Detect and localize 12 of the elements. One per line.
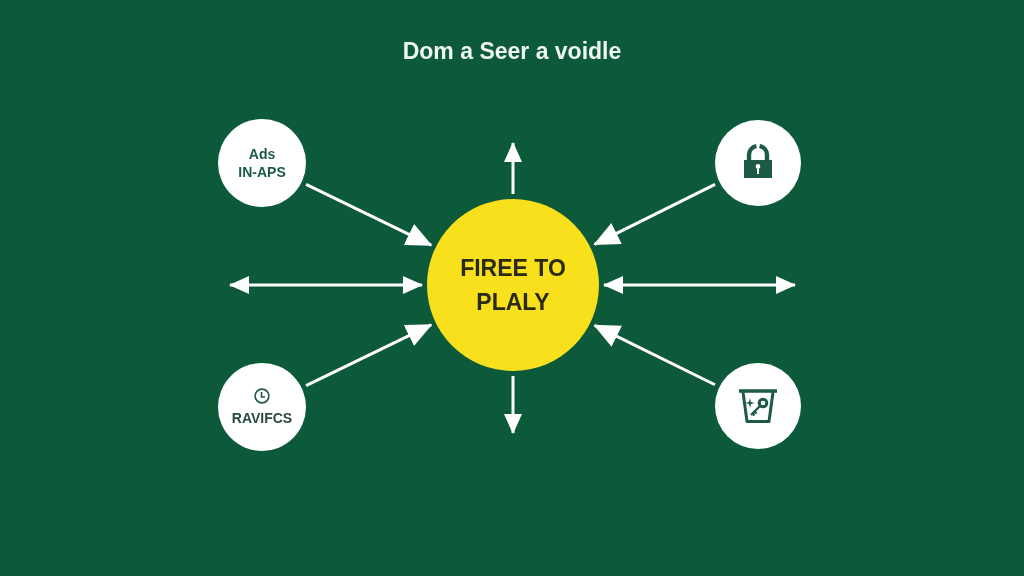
arrow [504,142,522,194]
arrow [305,323,433,387]
double-arrow [603,276,796,294]
title: Dom a Seer a voidle [402,37,622,65]
arrow [593,183,716,246]
arrow [593,323,716,387]
node-label: Ads IN-APS [237,145,287,181]
double-arrow [229,276,423,294]
arrow [305,183,433,247]
node-label: RAVIFCS [231,408,293,427]
arrow [504,376,522,434]
node-label: FIREE TO PLALY [459,254,567,317]
